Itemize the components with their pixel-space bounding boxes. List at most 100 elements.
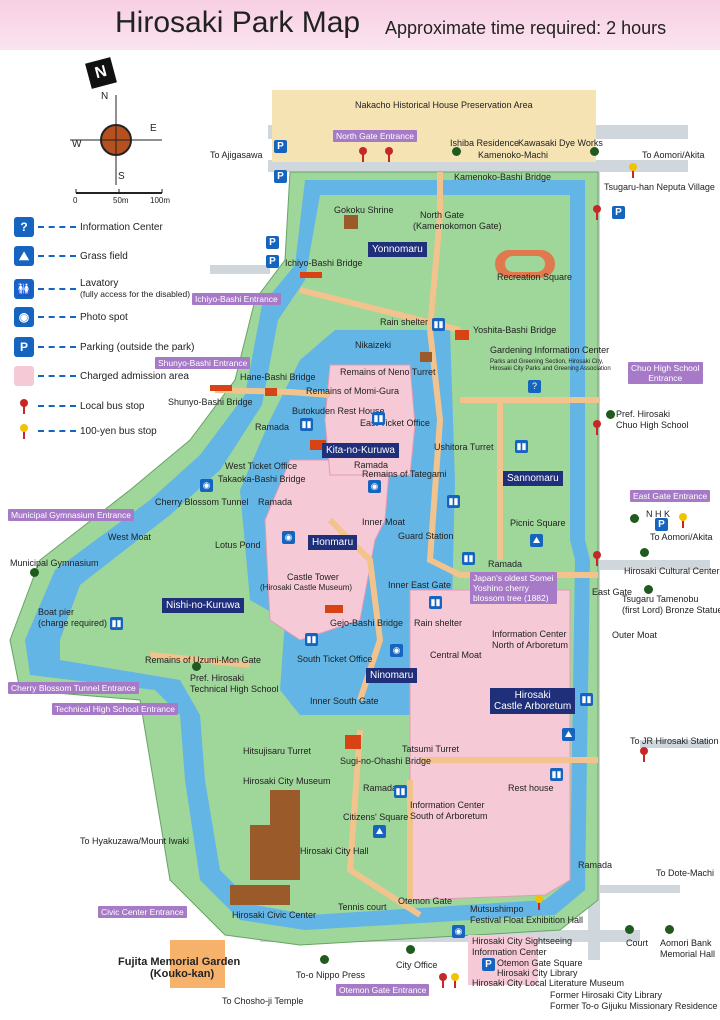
parking-icon[interactable]: P <box>612 206 625 219</box>
label-fujita-2: (Kouko-kan) <box>150 968 215 980</box>
label-outer-moat: Outer Moat <box>612 630 658 640</box>
landmark-dot <box>606 410 615 419</box>
area-honmaru[interactable]: Honmaru <box>308 535 358 550</box>
info-icon[interactable]: ? <box>528 380 541 393</box>
header-bar <box>0 0 720 50</box>
100yen-bus-stop-icon[interactable] <box>679 513 687 528</box>
label-uzumi: Remains of Uzumi-Mon Gate <box>145 655 262 665</box>
100yen-bus-stop-icon[interactable] <box>451 973 459 988</box>
entrance-civic-center[interactable]: Civic Center Entrance <box>98 906 187 918</box>
landmark-dot <box>590 147 599 156</box>
lavatory-icon[interactable]: ▮▮ <box>550 768 563 781</box>
lavatory-icon[interactable]: ▮▮ <box>394 785 407 798</box>
label-civic-center: Hirosaki Civic Center <box>232 910 317 920</box>
area-nishi-no-kuruwa[interactable]: Nishi-no-Kuruwa <box>162 598 244 613</box>
label-museum: Hirosaki City Museum <box>243 776 331 786</box>
local-bus-stop-icon[interactable] <box>640 747 648 762</box>
entrance-east-gate[interactable]: East Gate Entrance <box>630 490 711 502</box>
label-pref-chuo-1: Pref. Hirosaki <box>616 409 671 419</box>
label-ramada-sannomaru: Ramada <box>488 559 523 569</box>
compass-w-label: W <box>72 139 82 150</box>
label-ushitora: Ushitora Turret <box>434 442 494 452</box>
local-bus-stop-icon[interactable] <box>385 147 393 162</box>
label-pref-chuo-2: Chuo High School <box>616 420 689 430</box>
grass-icon: ⛰ <box>14 246 34 266</box>
parking-icon[interactable]: P <box>266 236 279 249</box>
lavatory-icon[interactable]: ▮▮ <box>429 596 442 609</box>
gokoku-shrine-building <box>344 215 358 229</box>
entrance-north-gate[interactable]: North Gate Entrance <box>333 130 417 142</box>
area-kita-no-kuruwa[interactable]: Kita-no-Kuruwa <box>322 443 399 458</box>
label-south-ticket: South Ticket Office <box>297 654 373 664</box>
label-local-literature: Hirosaki City Local Literature Museum <box>472 978 625 988</box>
parking-icon[interactable]: P <box>655 518 668 531</box>
100yen-bus-stop-icon[interactable] <box>535 895 543 910</box>
label-ramada-kita: Ramada <box>354 460 389 470</box>
camera-icon[interactable]: ◉ <box>368 480 381 493</box>
lavatory-icon[interactable]: ▮▮ <box>300 418 313 431</box>
parking-icon[interactable]: P <box>274 140 287 153</box>
grass-icon[interactable]: ⛰ <box>373 825 386 838</box>
local-bus-stop-icon[interactable] <box>593 420 601 435</box>
label-info-north-1: Information Center <box>492 629 567 639</box>
lavatory-icon[interactable]: ▮▮ <box>432 318 445 331</box>
entrance-municipal-gymnasium[interactable]: Municipal Gymnasium Entrance <box>8 509 134 521</box>
parking-icon[interactable]: P <box>274 170 287 183</box>
landmark-dot <box>625 925 634 934</box>
local-bus-stop-icon[interactable] <box>593 205 601 220</box>
entrance-shunyo-bashi[interactable]: Shunyo-Bashi Entrance <box>155 357 251 369</box>
entrance-technical-high-school[interactable]: Technical High School Entrance <box>52 703 179 715</box>
lavatory-icon[interactable]: ▮▮ <box>515 440 528 453</box>
grass-icon[interactable]: ⛰ <box>562 728 575 741</box>
label-castle-tower-sub: (Hirosaki Castle Museum) <box>260 583 353 592</box>
label-sightseeing-2: Information Center <box>472 947 547 957</box>
label-aomori-bank-2: Memorial Hall <box>660 949 716 959</box>
lavatory-icon[interactable]: ▮▮ <box>447 495 460 508</box>
camera-icon[interactable]: ◉ <box>282 531 295 544</box>
lavatory-icon[interactable]: ▮▮ <box>580 693 593 706</box>
honmaru-area <box>264 459 391 641</box>
label-city-library: Hirosaki City Library <box>497 968 578 978</box>
local-bus-stop-icon[interactable] <box>439 973 447 988</box>
landmark-dot <box>320 955 329 964</box>
charged-area-icon <box>14 366 34 386</box>
label-guard: Guard Station <box>398 531 454 541</box>
entrance-ichiyo-bashi[interactable]: Ichiyo-Bashi Entrance <box>192 293 281 305</box>
lavatory-icon[interactable]: ▮▮ <box>372 412 385 425</box>
label-to-dote: To Dote-Machi <box>656 868 715 878</box>
local-bus-stop-icon[interactable] <box>593 551 601 566</box>
label-gokoku: Gokoku Shrine <box>334 205 394 215</box>
100yen-bus-stop-icon[interactable] <box>629 163 637 178</box>
legend-100yen-bus: 100-yen bus stop <box>14 420 157 442</box>
area-sannomaru[interactable]: Sannomaru <box>503 471 563 486</box>
camera-icon[interactable]: ◉ <box>452 925 465 938</box>
parking-icon: P <box>14 337 34 357</box>
lavatory-icon[interactable]: ▮▮ <box>305 633 318 646</box>
grass-icon[interactable]: ⛰ <box>530 534 543 547</box>
label-pref-tech-1: Pref. Hirosaki <box>190 673 245 683</box>
label-momi: Remains of Momi-Gura <box>306 386 400 396</box>
entrance-otemon-gate[interactable]: Otemon Gate Entrance <box>336 984 430 996</box>
lavatory-icon[interactable]: ▮▮ <box>462 552 475 565</box>
area-ninomaru[interactable]: Ninomaru <box>366 668 418 683</box>
landmark-dot <box>406 945 415 954</box>
label-to-ajigasawa: To Ajigasawa <box>210 150 263 160</box>
label-cherry-tunnel: Cherry Blossom Tunnel <box>155 497 249 507</box>
label-castle-tower: Castle Tower <box>287 572 339 582</box>
parking-icon[interactable]: P <box>266 255 279 268</box>
landmark-dot <box>640 548 649 557</box>
local-bus-stop-icon[interactable] <box>359 147 367 162</box>
label-kawasaki: Kawasaki Dye Works <box>518 138 603 148</box>
label-butokuden: Butokuden Rest House <box>292 406 385 416</box>
camera-icon[interactable]: ◉ <box>390 644 403 657</box>
lavatory-icon[interactable]: ▮▮ <box>110 617 123 630</box>
entrance-cherry-blossom-tunnel[interactable]: Cherry Blossom Tunnel Entrance <box>8 682 139 694</box>
label-aomori-bank-1: Aomori Bank <box>660 938 712 948</box>
area-yonnomaru[interactable]: Yonnomaru <box>368 242 427 257</box>
camera-icon[interactable]: ◉ <box>200 479 213 492</box>
parking-icon[interactable]: P <box>482 958 495 971</box>
